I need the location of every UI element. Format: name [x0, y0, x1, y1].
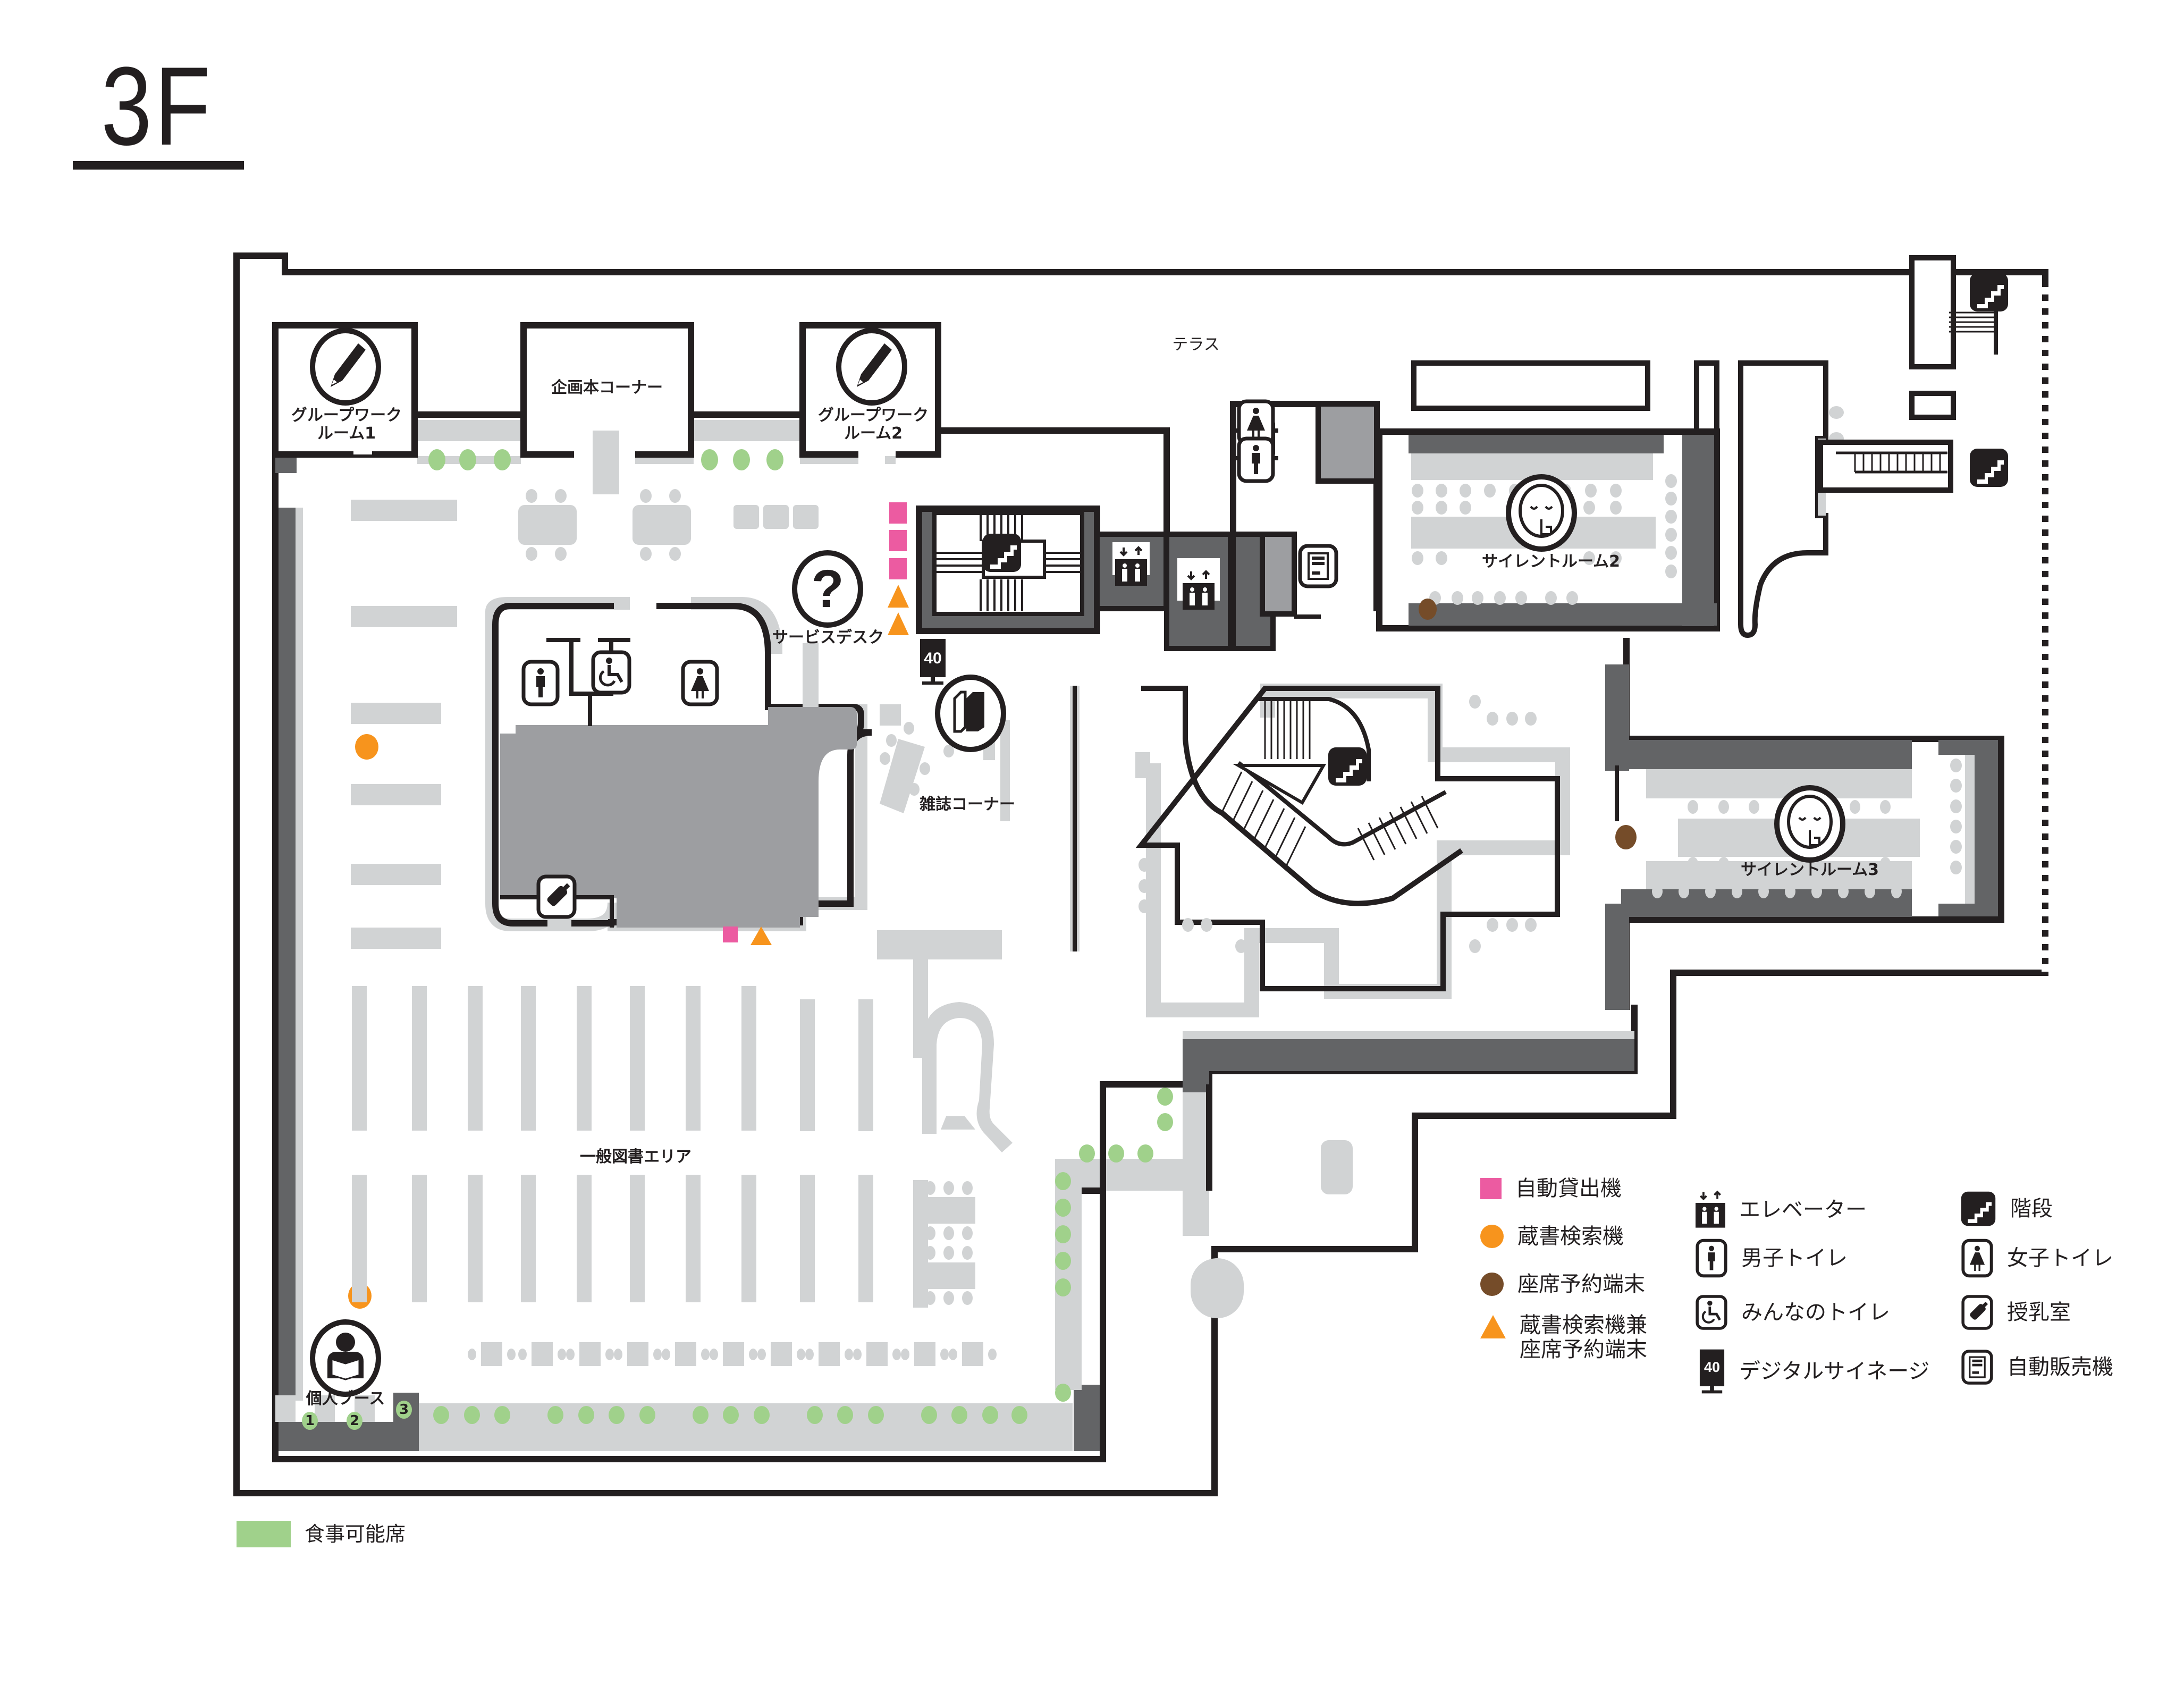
pencil-icon: [313, 331, 378, 403]
self-checkout-machines[interactable]: [723, 502, 907, 942]
ne-stairs-top: [1949, 273, 2008, 355]
spiral-stair-atrium: [1135, 684, 1570, 1017]
silent-room-3-label: サイレントルーム3: [1741, 861, 1879, 879]
terrace-bench: [1321, 1140, 1353, 1194]
legend-self-checkout: 自動貸出機: [1480, 1175, 1622, 1202]
service-desk[interactable]: [795, 553, 861, 707]
digital-signage-icon: 40: [1699, 1349, 1725, 1394]
nursing-room-icon: [1961, 1293, 1993, 1332]
stairs-icon: [1970, 449, 2008, 487]
terrace-boundary: [233, 252, 2048, 1496]
planning-book-corner[interactable]: [520, 322, 694, 494]
terrace-curved-wall: [1738, 360, 1828, 638]
study-tables: [922, 1181, 975, 1305]
magazine-corner[interactable]: [877, 677, 1010, 959]
brown-circle-icon: [1480, 1273, 1504, 1296]
ne-stairs-bottom: [1818, 440, 2008, 493]
booth-number-1: 1: [305, 1413, 315, 1429]
booth-number-3: 3: [399, 1402, 409, 1418]
bottom-tables: [468, 1342, 997, 1366]
west-wall-shelf: [275, 508, 296, 1401]
pink-square-icon: [1480, 1178, 1502, 1199]
accessible-toilet-icon: [1696, 1293, 1727, 1332]
pencil-icon: [839, 331, 905, 403]
terrace-box: [1909, 391, 1956, 420]
stairs-icon: [1328, 747, 1367, 786]
accessible-toilet-icon: [593, 652, 629, 693]
terrace-pillar: [1909, 255, 1956, 369]
search-reservation-terminals[interactable]: [751, 585, 909, 945]
stairs-icon: [1961, 1191, 1996, 1226]
terrace-planter: [1411, 360, 1650, 411]
silent-room-3[interactable]: [1605, 638, 2004, 1010]
question-icon: [795, 553, 861, 625]
books-icon: [938, 677, 1004, 749]
digital-signage: 40: [920, 639, 946, 685]
silent-room-2-label: サイレントルーム2: [1482, 552, 1620, 571]
group-room-2-label: グループワーク ルーム2: [817, 406, 929, 443]
terrace-round-table: [1191, 1258, 1244, 1318]
eating-seats-top: [428, 449, 783, 470]
floor-title: 3F: [101, 44, 213, 169]
group-room-1-label: グループワーク ルーム1: [291, 406, 402, 443]
service-desk-label: サービスデスク: [772, 628, 884, 647]
legend-vending-machine: 自動販売機: [1961, 1347, 2113, 1387]
personal-booths[interactable]: [275, 1322, 412, 1430]
personal-booth-label: 個人ブース: [306, 1389, 385, 1408]
planning-corner-label: 企画本コーナー: [551, 378, 663, 397]
legend-digital-signage: 40 デジタルサイネージ: [1699, 1347, 1929, 1395]
orange-circle-icon: [1480, 1225, 1504, 1248]
legend-eating-seats: 食事可能席: [237, 1520, 406, 1548]
eating-seats: [433, 1088, 1173, 1424]
legend-combined-terminal: 蔵書検索機兼 座席予約端末: [1480, 1313, 1647, 1362]
silent-face-icon: [1508, 477, 1574, 549]
legend-seat-reservation: 座席予約端末: [1480, 1270, 1645, 1298]
toilet-core: [485, 597, 872, 931]
legend-catalog-search: 蔵書検索機: [1480, 1223, 1624, 1250]
general-books-label: 一般図書エリア: [580, 1148, 692, 1166]
seat-reservation-terminal[interactable]: [1615, 825, 1637, 849]
womens-toilet-icon: [1961, 1239, 1993, 1278]
svg-text:40: 40: [1704, 1359, 1720, 1375]
elevator-hall: [1094, 532, 1297, 651]
stairs-icon: [983, 534, 1021, 572]
group-work-room-2[interactable]: [799, 322, 941, 458]
orange-triangle-icon: [1480, 1315, 1506, 1338]
legend-accessible-toilet: みんなのトイレ: [1696, 1293, 1890, 1332]
silent-face-icon: [1777, 788, 1843, 860]
group-work-room-1[interactable]: [272, 322, 418, 458]
silent-room-2[interactable]: [1376, 428, 1720, 631]
central-stairwell: [916, 506, 1100, 634]
green-swatch: [237, 1521, 291, 1547]
stairs-icon: [1970, 273, 2008, 311]
seat-reservation-terminal[interactable]: [1419, 599, 1437, 620]
tables-top: [351, 489, 819, 949]
floor-title-underline: [73, 161, 244, 170]
reading-person-icon: [313, 1322, 378, 1394]
elevator-icon: [1696, 1191, 1725, 1229]
legend-nursing-room: 授乳室: [1961, 1293, 2071, 1332]
legend-mens-toilet: 男子トイレ: [1696, 1239, 1848, 1278]
booth-number-2: 2: [349, 1413, 360, 1429]
terrace-planter-small: [1694, 360, 1719, 435]
mens-toilet-icon: [1696, 1239, 1727, 1278]
vending-machine-icon: [1961, 1347, 1993, 1387]
mens-toilet-icon: [524, 662, 558, 704]
terrace-label: テラス: [1172, 335, 1220, 354]
book-stacks: [352, 930, 1013, 1308]
womens-toilet-icon: [683, 662, 717, 704]
vending-machine-icon: [1300, 546, 1336, 586]
signage-number: 40: [924, 650, 941, 667]
magazine-corner-label: 雑誌コーナー: [920, 795, 1015, 814]
mens-toilet-icon: [1239, 439, 1273, 481]
legend-womens-toilet: 女子トイレ: [1961, 1239, 2113, 1278]
nursing-room-icon: [538, 877, 575, 917]
legend-elevator: エレベーター: [1696, 1185, 1867, 1234]
legend-stairs: 階段: [1960, 1191, 2053, 1227]
